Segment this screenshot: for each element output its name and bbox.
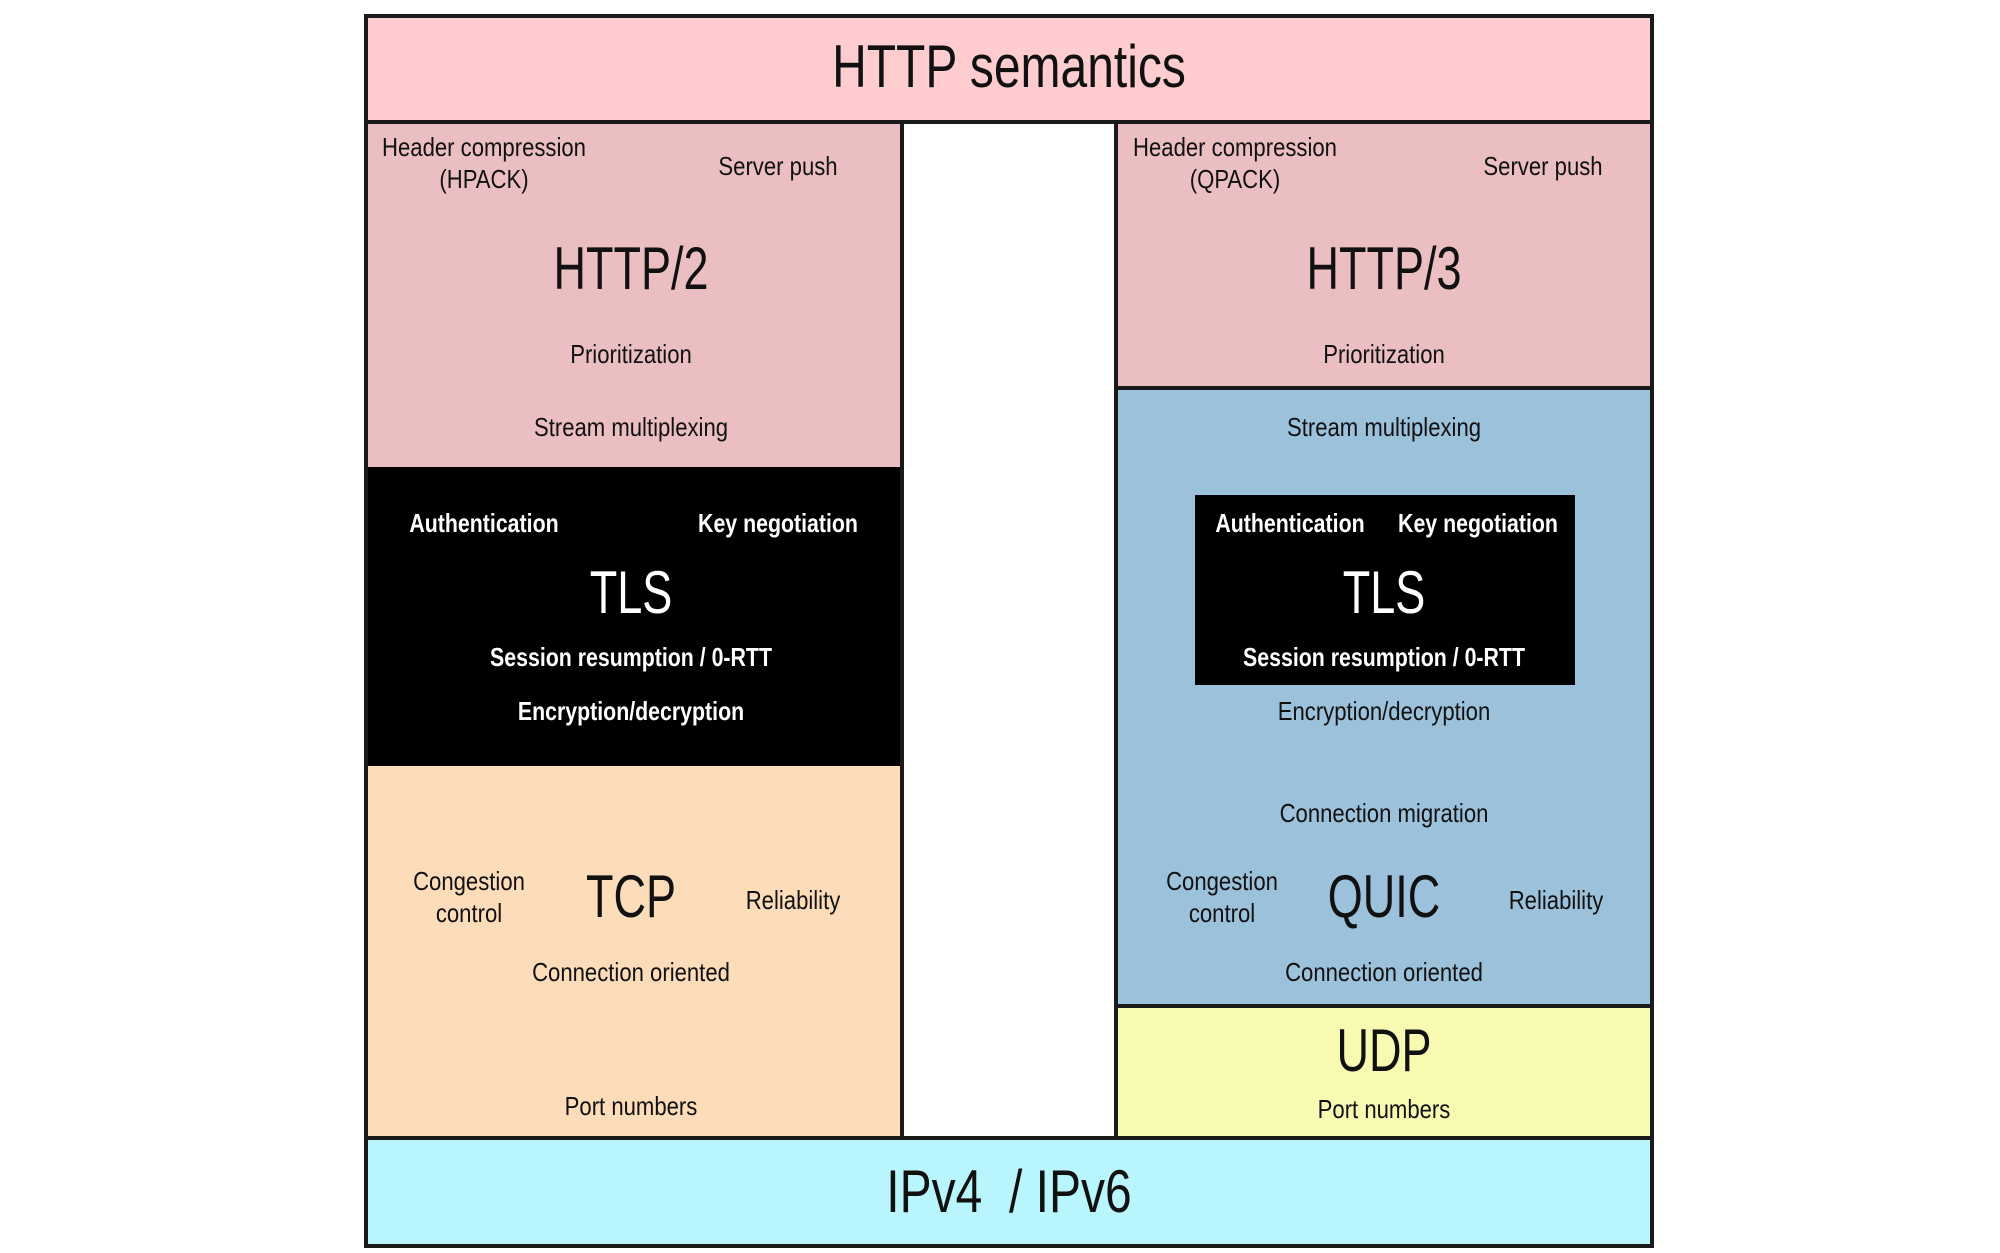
diagram-frame: [364, 14, 1654, 1248]
divider: [366, 1136, 1652, 1140]
http-semantics-title: HTTP semantics: [832, 33, 1186, 100]
ip-layer: [366, 1138, 1652, 1246]
tcp-congestion-line2: control: [435, 897, 503, 928]
tls-right-title: TLS: [1342, 559, 1426, 626]
center-gap: [902, 122, 1116, 1138]
tls-right-key-negotiation-label: Key negotiation: [1398, 508, 1558, 538]
tls-right-authentication-label: Authentication: [1215, 508, 1365, 538]
tcp-reliability-label: Reliability: [745, 885, 841, 915]
ip-title: IPv4 / IPv6: [886, 1158, 1132, 1225]
quic-congestion-control-label: Congestion control: [1166, 866, 1278, 929]
quic-connection-migration-label: Connection migration: [1279, 798, 1489, 828]
http2-stream-multiplexing-label: Stream multiplexing: [533, 412, 729, 442]
divider: [1116, 1004, 1652, 1008]
tls-right-layer: [1195, 495, 1575, 685]
divider: [900, 122, 904, 1138]
tcp-congestion-control-label: Congestion control: [413, 866, 525, 929]
http3-layer: [1116, 122, 1652, 388]
http-semantics-layer: [366, 16, 1652, 122]
tls-left-title: TLS: [589, 559, 673, 626]
quic-title: QUIC: [1327, 863, 1441, 930]
http2-prioritization-label: Prioritization: [570, 339, 692, 369]
http2-title: HTTP/2: [553, 235, 709, 302]
divider: [1114, 122, 1118, 1138]
divider: [366, 120, 1652, 124]
quic-stream-multiplexing-label: Stream multiplexing: [1286, 412, 1482, 442]
http3-header-compression-label: Header compression (QPACK): [1133, 132, 1337, 195]
udp-port-numbers-label: Port numbers: [1317, 1094, 1451, 1124]
http2-header-compression-line1: Header compression: [382, 132, 586, 162]
tls-left-session-resumption-label: Session resumption / 0-RTT: [490, 642, 772, 672]
quic-reliability-label: Reliability: [1508, 885, 1604, 915]
quic-encryption-label: Encryption/decryption: [1277, 696, 1491, 726]
quic-congestion-line2: control: [1188, 897, 1256, 928]
tls-left-layer: [366, 467, 902, 766]
http2-server-push-label: Server push: [718, 151, 838, 181]
udp-title: UDP: [1336, 1017, 1432, 1084]
http3-header-compression-line1: Header compression: [1133, 132, 1337, 162]
tls-right-session-resumption-label: Session resumption / 0-RTT: [1243, 642, 1525, 672]
quic-layer: [1116, 388, 1652, 1006]
http2-layer: [366, 122, 902, 467]
http3-title: HTTP/3: [1306, 235, 1462, 302]
quic-congestion-line1: Congestion: [1166, 866, 1278, 896]
divider: [1116, 386, 1652, 390]
http2-header-compression-line2: (HPACK): [439, 163, 529, 194]
http3-server-push-label: Server push: [1483, 151, 1603, 181]
tls-left-authentication-label: Authentication: [409, 508, 559, 538]
tcp-connection-oriented-label: Connection oriented: [532, 957, 730, 987]
tls-left-encryption-label: Encryption/decryption: [517, 696, 745, 726]
tcp-port-numbers-label: Port numbers: [564, 1091, 698, 1121]
quic-connection-oriented-label: Connection oriented: [1285, 957, 1483, 987]
tcp-title: TCP: [586, 863, 676, 930]
http3-header-compression-line2: (QPACK): [1189, 163, 1281, 194]
http2-header-compression-label: Header compression (HPACK): [382, 132, 586, 195]
udp-layer: [1116, 1006, 1652, 1138]
tls-left-key-negotiation-label: Key negotiation: [698, 508, 858, 538]
tcp-congestion-line1: Congestion: [413, 866, 525, 896]
http3-prioritization-label: Prioritization: [1323, 339, 1445, 369]
tcp-layer: [366, 766, 902, 1138]
